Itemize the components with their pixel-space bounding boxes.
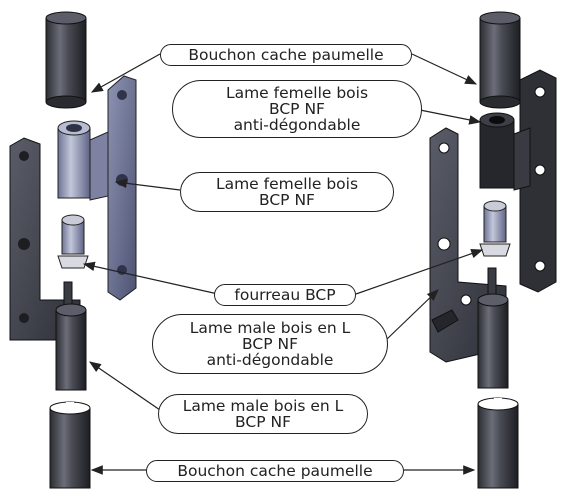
label-male-anti: Lame male bois en L BCP NF anti-dégondab… xyxy=(152,314,388,374)
left-male-blade xyxy=(9,137,87,391)
right-male-anti-blade xyxy=(429,127,509,389)
label-male: Lame male bois en L BCP NF xyxy=(158,394,368,434)
label-bouchon-bottom: Bouchon cache paumelle xyxy=(146,460,404,482)
left-top-cap xyxy=(45,11,87,109)
right-female-anti-blade xyxy=(479,69,557,293)
label-bouchon-bottom-text: Bouchon cache paumelle xyxy=(177,462,373,480)
left-fourreau xyxy=(57,214,89,269)
leader-lines xyxy=(82,53,484,475)
left-bottom-cap xyxy=(49,401,91,489)
label-fourreau: fourreau BCP xyxy=(214,284,356,306)
label-male-text: Lame male bois en L BCP NF xyxy=(182,397,344,431)
label-bouchon-top-text: Bouchon cache paumelle xyxy=(188,46,384,64)
right-bottom-cap xyxy=(477,397,519,489)
label-femelle-anti-text: Lame femelle bois BCP NF anti-dégondable xyxy=(225,84,369,134)
label-fourreau-text: fourreau BCP xyxy=(234,286,336,304)
right-top-cap xyxy=(479,11,521,109)
label-femelle-text: Lame femelle bois BCP NF xyxy=(215,175,359,209)
label-femelle-anti: Lame femelle bois BCP NF anti-dégondable xyxy=(172,80,422,138)
label-male-anti-text: Lame male bois en L BCP NF anti-dégondab… xyxy=(189,319,351,369)
right-fourreau xyxy=(479,200,511,257)
label-femelle: Lame femelle bois BCP NF xyxy=(180,172,394,212)
left-female-blade xyxy=(57,75,137,301)
label-bouchon-top: Bouchon cache paumelle xyxy=(160,44,412,66)
